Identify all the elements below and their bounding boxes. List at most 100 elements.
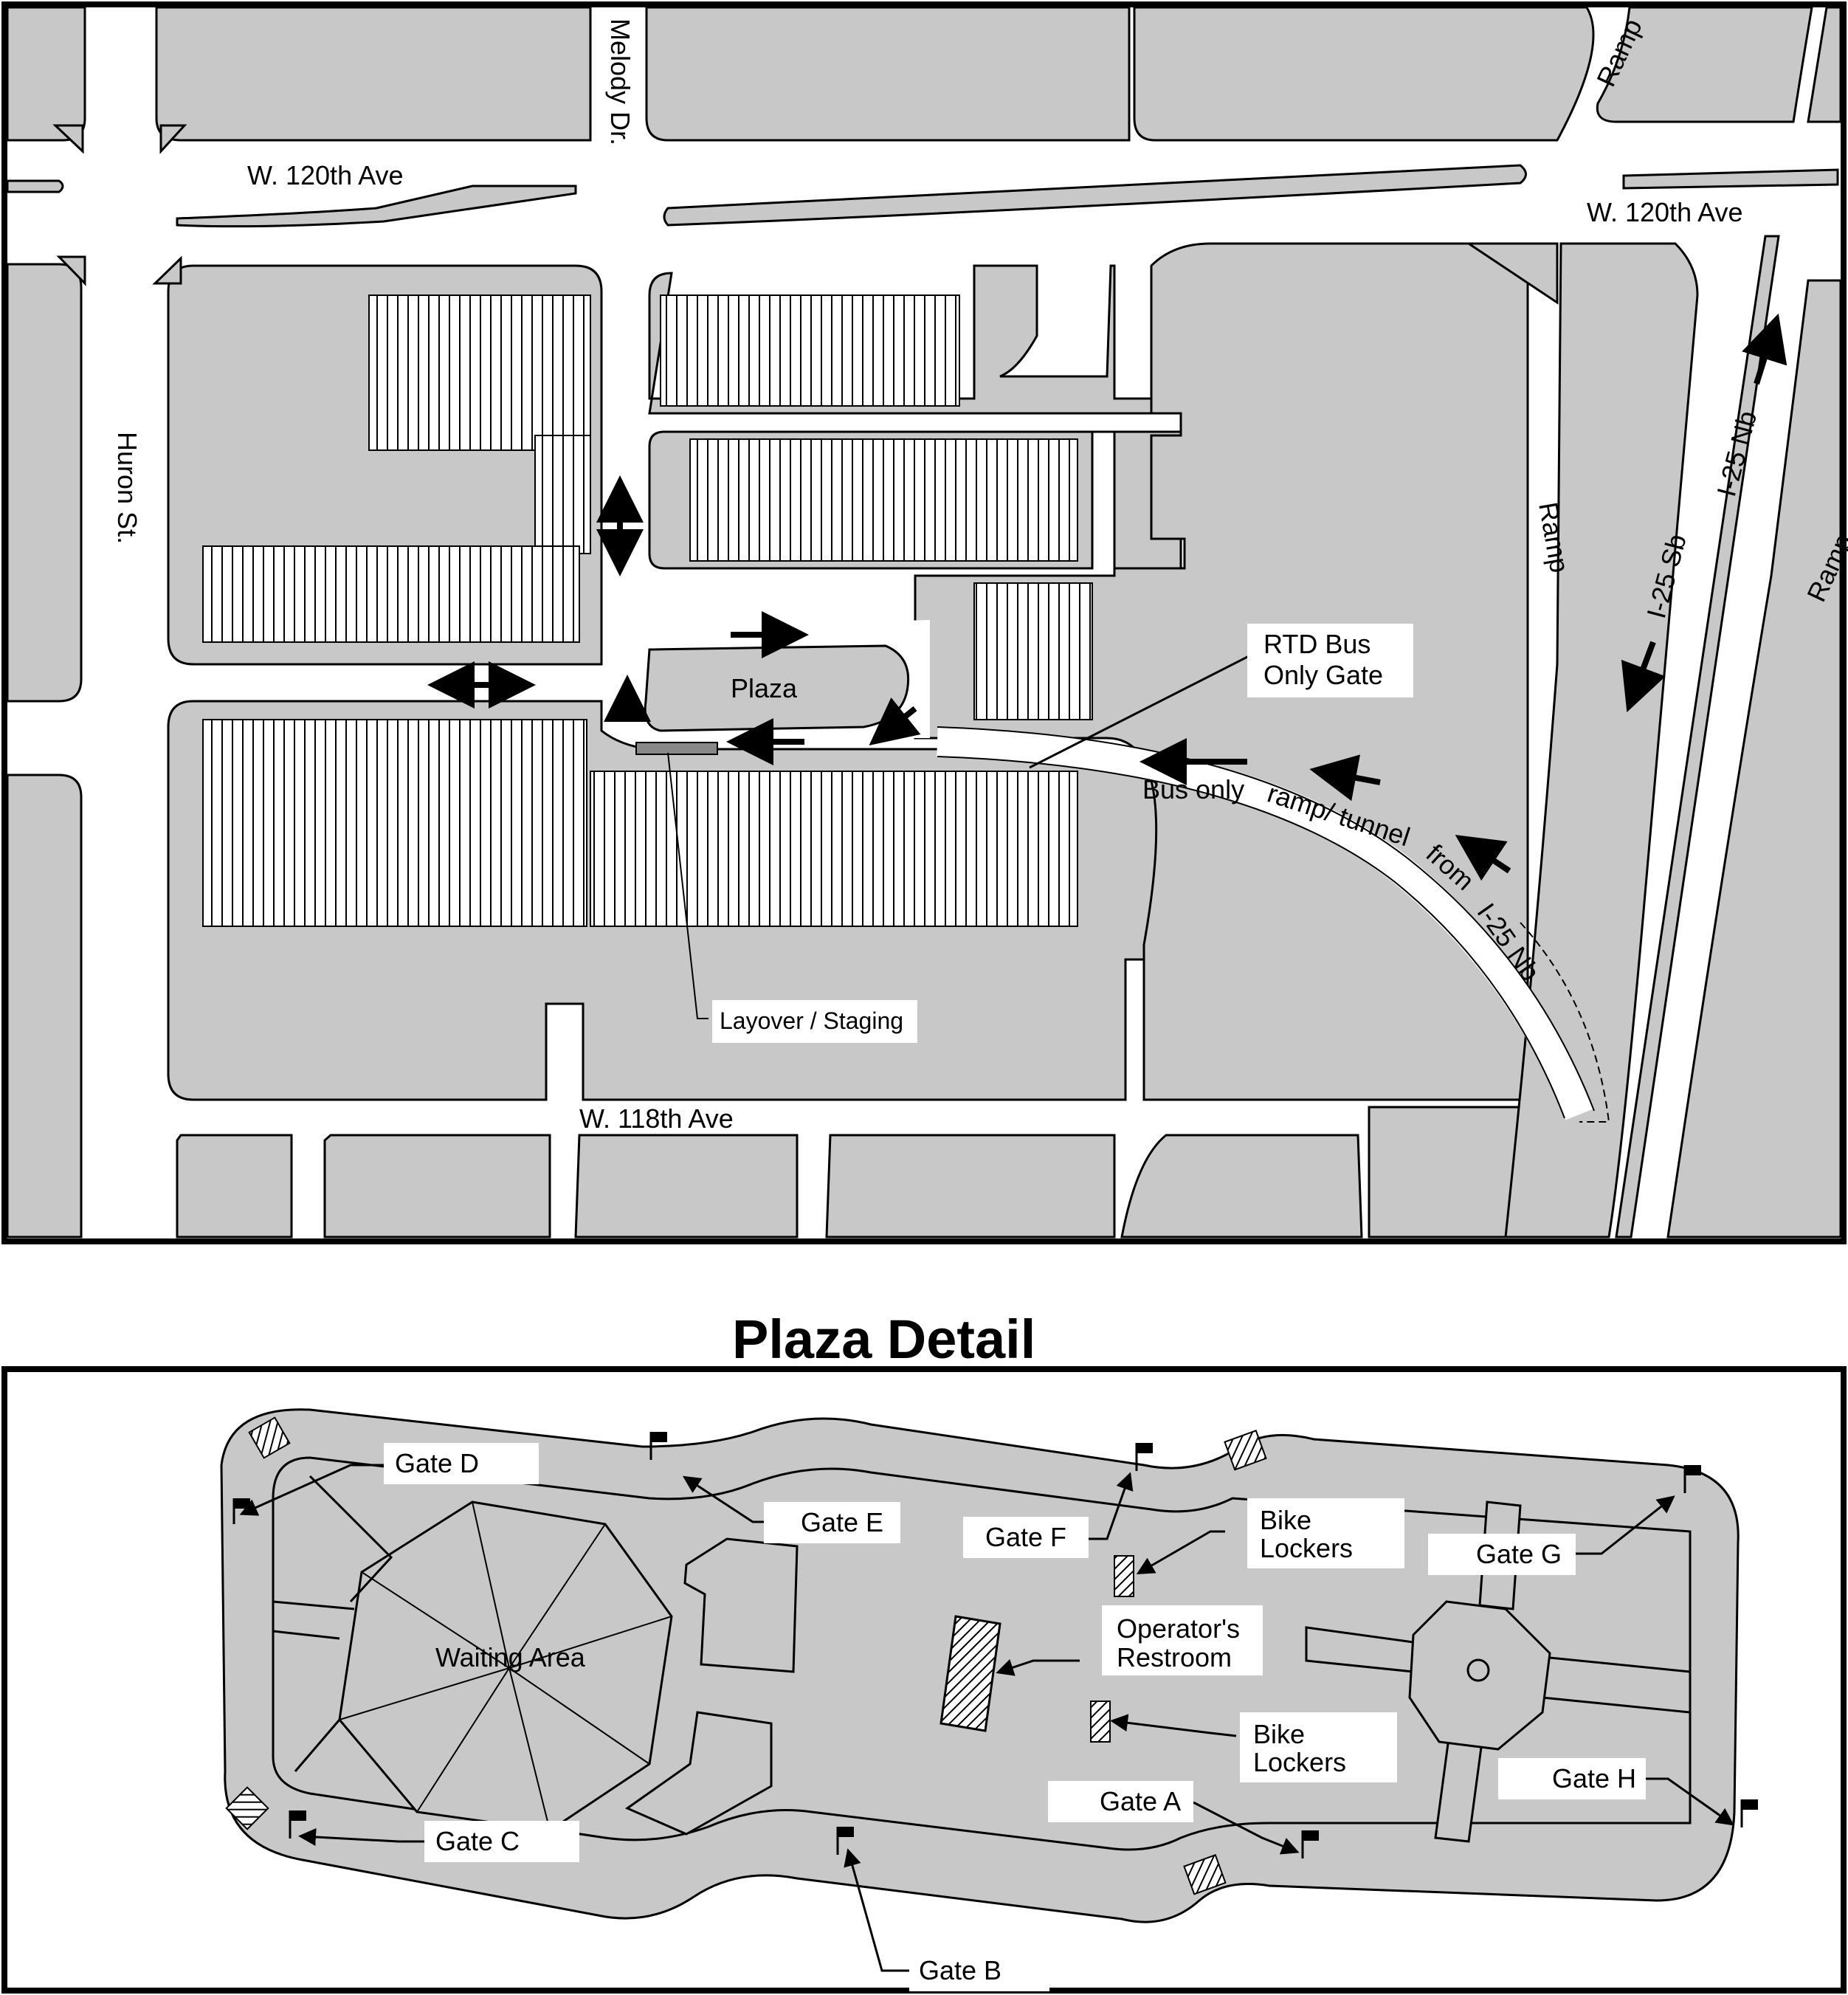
gate-flag-g bbox=[1683, 1465, 1701, 1493]
lot-southwest bbox=[202, 719, 587, 927]
rtd-gate-leader bbox=[1029, 652, 1255, 769]
layover-box bbox=[712, 1000, 917, 1043]
operators-restroom bbox=[939, 1615, 1001, 1732]
operators-line2: Restroom bbox=[1117, 1642, 1232, 1672]
median-i25 bbox=[1615, 235, 1780, 1238]
block-north-3 bbox=[1133, 6, 1595, 142]
block-north-1 bbox=[155, 6, 592, 142]
median-120-west bbox=[6, 179, 64, 193]
road-label-huron: Huron St. bbox=[112, 432, 142, 544]
block-west-2 bbox=[6, 773, 83, 1238]
bike-lockers-north bbox=[1114, 1555, 1134, 1597]
gate-f-box bbox=[963, 1517, 1089, 1558]
medians bbox=[6, 124, 1839, 305]
block-south-1 bbox=[176, 1134, 293, 1238]
block-freeway-east bbox=[1666, 279, 1842, 1238]
block-north-4 bbox=[1596, 6, 1813, 123]
structure-south bbox=[624, 1711, 773, 1836]
road-label-w120-left: W. 120th Ave bbox=[247, 160, 403, 190]
block-north-2 bbox=[645, 6, 1131, 142]
gate-flag-h bbox=[1740, 1799, 1758, 1827]
gate-f-label: Gate F bbox=[985, 1522, 1066, 1552]
waiting-area-spokes bbox=[339, 1501, 672, 1831]
operators-box bbox=[1102, 1605, 1263, 1675]
structure-north bbox=[683, 1537, 799, 1673]
lot-center bbox=[689, 438, 1078, 562]
gate-d-label: Gate D bbox=[395, 1448, 479, 1478]
area-map: W. 120th Ave W. 120th Ave Melody Dr. Hur… bbox=[1, 1, 1848, 1244]
layover-label: Layover / Staging bbox=[720, 1007, 903, 1034]
lot-north-center bbox=[660, 294, 960, 407]
median-120-far-east bbox=[1622, 168, 1839, 190]
bus-ramp-edge-1 bbox=[937, 726, 1595, 1112]
median-120-east bbox=[663, 164, 1527, 227]
waiting-area-label: Waiting Area bbox=[435, 1642, 586, 1672]
gate-h-label: Gate H bbox=[1552, 1763, 1636, 1794]
gate-flag-a bbox=[1301, 1830, 1319, 1858]
bike-lockers-2-line1: Bike bbox=[1253, 1719, 1305, 1749]
gate-e-box bbox=[764, 1502, 900, 1543]
gate-flag-b bbox=[836, 1827, 854, 1855]
bus-only-label: Bus only bbox=[1142, 774, 1244, 804]
bike-lockers-south bbox=[1090, 1701, 1111, 1743]
island-sw-2 bbox=[152, 255, 182, 285]
block-east-large bbox=[914, 242, 1529, 1101]
block-south-2 bbox=[323, 1134, 551, 1238]
stairs-nw bbox=[248, 1416, 291, 1459]
bike-lockers-box-2 bbox=[1240, 1712, 1397, 1782]
west-walkways bbox=[272, 1475, 393, 1772]
east-octagon bbox=[1408, 1600, 1551, 1751]
plaza-detail: Waiting Area Operator's Restroom Bike Lo… bbox=[1, 1366, 1847, 1994]
arrow-i25-sb bbox=[1621, 641, 1666, 712]
bike-lockers-1-line2: Lockers bbox=[1260, 1533, 1353, 1563]
gate-flag-e bbox=[649, 1432, 667, 1460]
layover-leader bbox=[667, 752, 708, 1019]
block-freeway-1 bbox=[1504, 242, 1699, 1238]
arrow-i25-nb bbox=[1742, 313, 1787, 385]
stairs-se bbox=[1183, 1854, 1227, 1895]
gate-d-box bbox=[384, 1443, 539, 1484]
bus-ramp-road bbox=[937, 727, 1593, 1120]
rtd-gate-line1: RTD Bus bbox=[1263, 629, 1371, 659]
gate-flag-c bbox=[289, 1810, 306, 1839]
operators-line1: Operator's bbox=[1117, 1613, 1240, 1644]
gate-c-label: Gate C bbox=[435, 1826, 520, 1856]
lot-east-small bbox=[973, 582, 1093, 720]
stairs-ne bbox=[1224, 1430, 1267, 1471]
gate-a-box bbox=[1048, 1781, 1193, 1822]
road-label-w118: W. 118th Ave bbox=[579, 1103, 734, 1134]
lot-west bbox=[202, 545, 580, 643]
gate-a-label: Gate A bbox=[1100, 1786, 1181, 1816]
bike-lockers-2-line2: Lockers bbox=[1253, 1747, 1346, 1777]
lot-south-center bbox=[590, 771, 1078, 927]
arrow-ramp-3 bbox=[1455, 835, 1511, 881]
island-sw-1 bbox=[56, 255, 86, 286]
block-nw-corner bbox=[6, 6, 86, 142]
block-south-6 bbox=[1368, 1106, 1529, 1238]
tunnel-dashed bbox=[1520, 922, 1610, 1123]
block-south-3 bbox=[574, 1134, 799, 1238]
block-south-4 bbox=[825, 1134, 1116, 1238]
road-label-w120-right: W. 120th Ave bbox=[1587, 197, 1742, 227]
gate-g-label: Gate G bbox=[1476, 1539, 1562, 1569]
rtd-gate-box bbox=[1247, 624, 1413, 697]
bike-lockers-1-line1: Bike bbox=[1260, 1505, 1311, 1535]
gate-b-label: Gate B bbox=[919, 1955, 1001, 1985]
gate-e-label: Gate E bbox=[801, 1507, 883, 1537]
bus-loop bbox=[620, 620, 930, 755]
plaza-label: Plaza bbox=[731, 673, 798, 703]
gate-c-box bbox=[424, 1821, 579, 1862]
gate-flag-f bbox=[1135, 1443, 1153, 1471]
plaza-detail-title: Plaza Detail bbox=[732, 1309, 1035, 1370]
bus-ramp-edge-2 bbox=[937, 756, 1565, 1119]
gate-flags bbox=[232, 1432, 1758, 1858]
bike-lockers-box-1 bbox=[1247, 1498, 1404, 1568]
gate-g-box bbox=[1428, 1534, 1576, 1575]
layover-staging-area bbox=[635, 742, 718, 755]
block-south-5 bbox=[1120, 1134, 1363, 1238]
octagon-feature bbox=[1466, 1658, 1490, 1682]
parking-lots bbox=[202, 294, 1093, 927]
gate-h-box bbox=[1498, 1758, 1646, 1799]
traffic-arrows bbox=[427, 313, 1787, 881]
